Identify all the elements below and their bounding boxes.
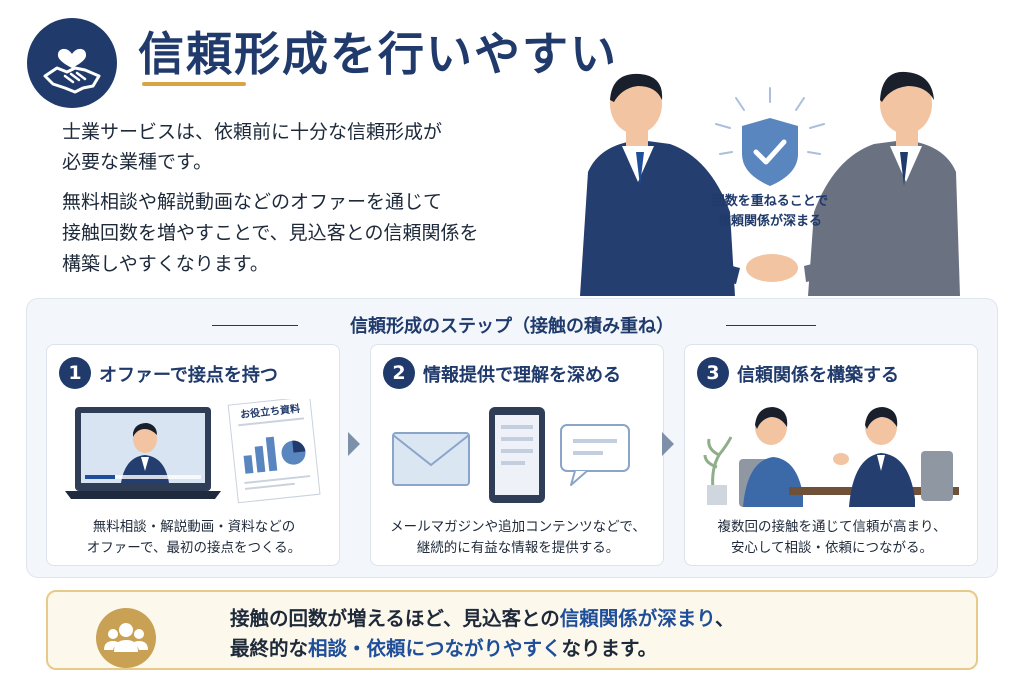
intro-line: 接触回数を増やすことで、見込客との信頼関係を: [62, 222, 479, 244]
intro-line: 士業サービスは、依頼前に十分な信頼形成が: [62, 121, 443, 143]
shield-check-icon: [715, 87, 825, 186]
hero-badge-line1: 回数を重ねることで: [712, 193, 829, 209]
step-title: 情報提供で理解を深める: [423, 365, 621, 386]
summary-line-2: 最終的な相談・依頼につながりやすくなります。: [230, 634, 970, 664]
summary-highlight: 相談・依頼につながりやすく: [308, 637, 562, 660]
hero-badge-line2: 信頼関係が深まる: [718, 213, 822, 229]
step-description: メールマガジンや追加コンテンツなどで、 継続的に有益な情報を提供する。: [377, 517, 659, 559]
intro-paragraph-2: 無料相談や解説動画などのオファーを通じて 接触回数を増やすことで、見込客との信頼…: [62, 187, 532, 280]
step-desc-line: 無料相談・解説動画・資料などの: [92, 519, 296, 535]
handshake-heart-icon: [27, 18, 117, 108]
summary-text-part: 接触の回数が増えるほど、見込客との: [230, 607, 560, 630]
step-description: 無料相談・解説動画・資料などの オファーで、最初の接点をつくる。: [53, 517, 335, 559]
consultation-illustration: [693, 399, 969, 509]
step-desc-line: 継続的に有益な情報を提供する。: [416, 540, 620, 556]
step-title: オファーで接点を持つ: [99, 365, 278, 386]
summary-text-part: 、: [714, 607, 735, 630]
smartphone-icon: [489, 407, 545, 503]
laptop-document-illustration: お役立ち資料: [55, 396, 331, 509]
intro-line: 必要な業種です。: [62, 151, 213, 173]
steps-heading: 信頼形成のステップ（接触の積み重ね）: [350, 316, 674, 337]
heading-rule-left: [212, 325, 298, 326]
title-underline: [142, 82, 246, 86]
intro-paragraph-1: 士業サービスは、依頼前に十分な信頼形成が 必要な業種です。: [62, 117, 532, 177]
step-number: 1: [59, 357, 91, 389]
handshake-illustration: 回数を重ねることで 信頼関係が深まる: [560, 62, 980, 296]
step-desc-line: 複数回の接触を通じて信頼が高まり、: [717, 519, 947, 535]
summary-highlight: 信頼関係が深まり: [559, 607, 715, 630]
summary-text-part: 最終的な: [230, 637, 309, 660]
heading-rule-right: [726, 325, 816, 326]
step-arrow-icon: [348, 432, 360, 456]
step-description: 複数回の接触を通じて信頼が高まり、 安心して相談・依頼につながる。: [691, 517, 973, 559]
intro-line: 構築しやすくなります。: [62, 253, 269, 275]
step-number: 3: [697, 357, 729, 389]
summary-line-1: 接触の回数が増えるほど、見込客との信頼関係が深まり、: [230, 604, 970, 634]
step-number: 2: [383, 357, 415, 389]
summary-text-part: なります。: [561, 637, 658, 660]
step-desc-line: メールマガジンや追加コンテンツなどで、: [390, 519, 646, 535]
summary-text: 接触の回数が増えるほど、見込客との信頼関係が深まり、 最終的な相談・依頼につなが…: [230, 604, 970, 664]
step-desc-line: 安心して相談・依頼につながる。: [730, 540, 934, 556]
page-title: 信頼形成を行いやすい: [138, 27, 618, 81]
chat-bubble-icon: [560, 424, 630, 486]
right-businessman: [804, 71, 960, 296]
step-card-1: 1 オファーで接点を持つ お役立ち資料: [46, 344, 340, 566]
step-arrow-icon: [662, 432, 674, 456]
step-card-2: 2 情報提供で理解を深める メールマガジンや追加コ: [370, 344, 664, 566]
step-desc-line: オファーで、最初の接点をつくる。: [86, 540, 302, 556]
envelope-icon: [392, 432, 470, 486]
left-businessman: [580, 73, 740, 296]
step-title: 信頼関係を構築する: [737, 365, 899, 386]
intro-line: 無料相談や解説動画などのオファーを通じて: [62, 191, 443, 213]
email-phone-chat-illustration: [379, 399, 655, 509]
step-card-3: 3 信頼関係を構築する 複数回の接触を通じて信頼が高まり、 安心して相談・依頼に…: [684, 344, 978, 566]
group-people-icon: [96, 608, 156, 668]
summary-banner: 接触の回数が増えるほど、見込客との信頼関係が深まり、 最終的な相談・依頼につなが…: [46, 590, 978, 670]
